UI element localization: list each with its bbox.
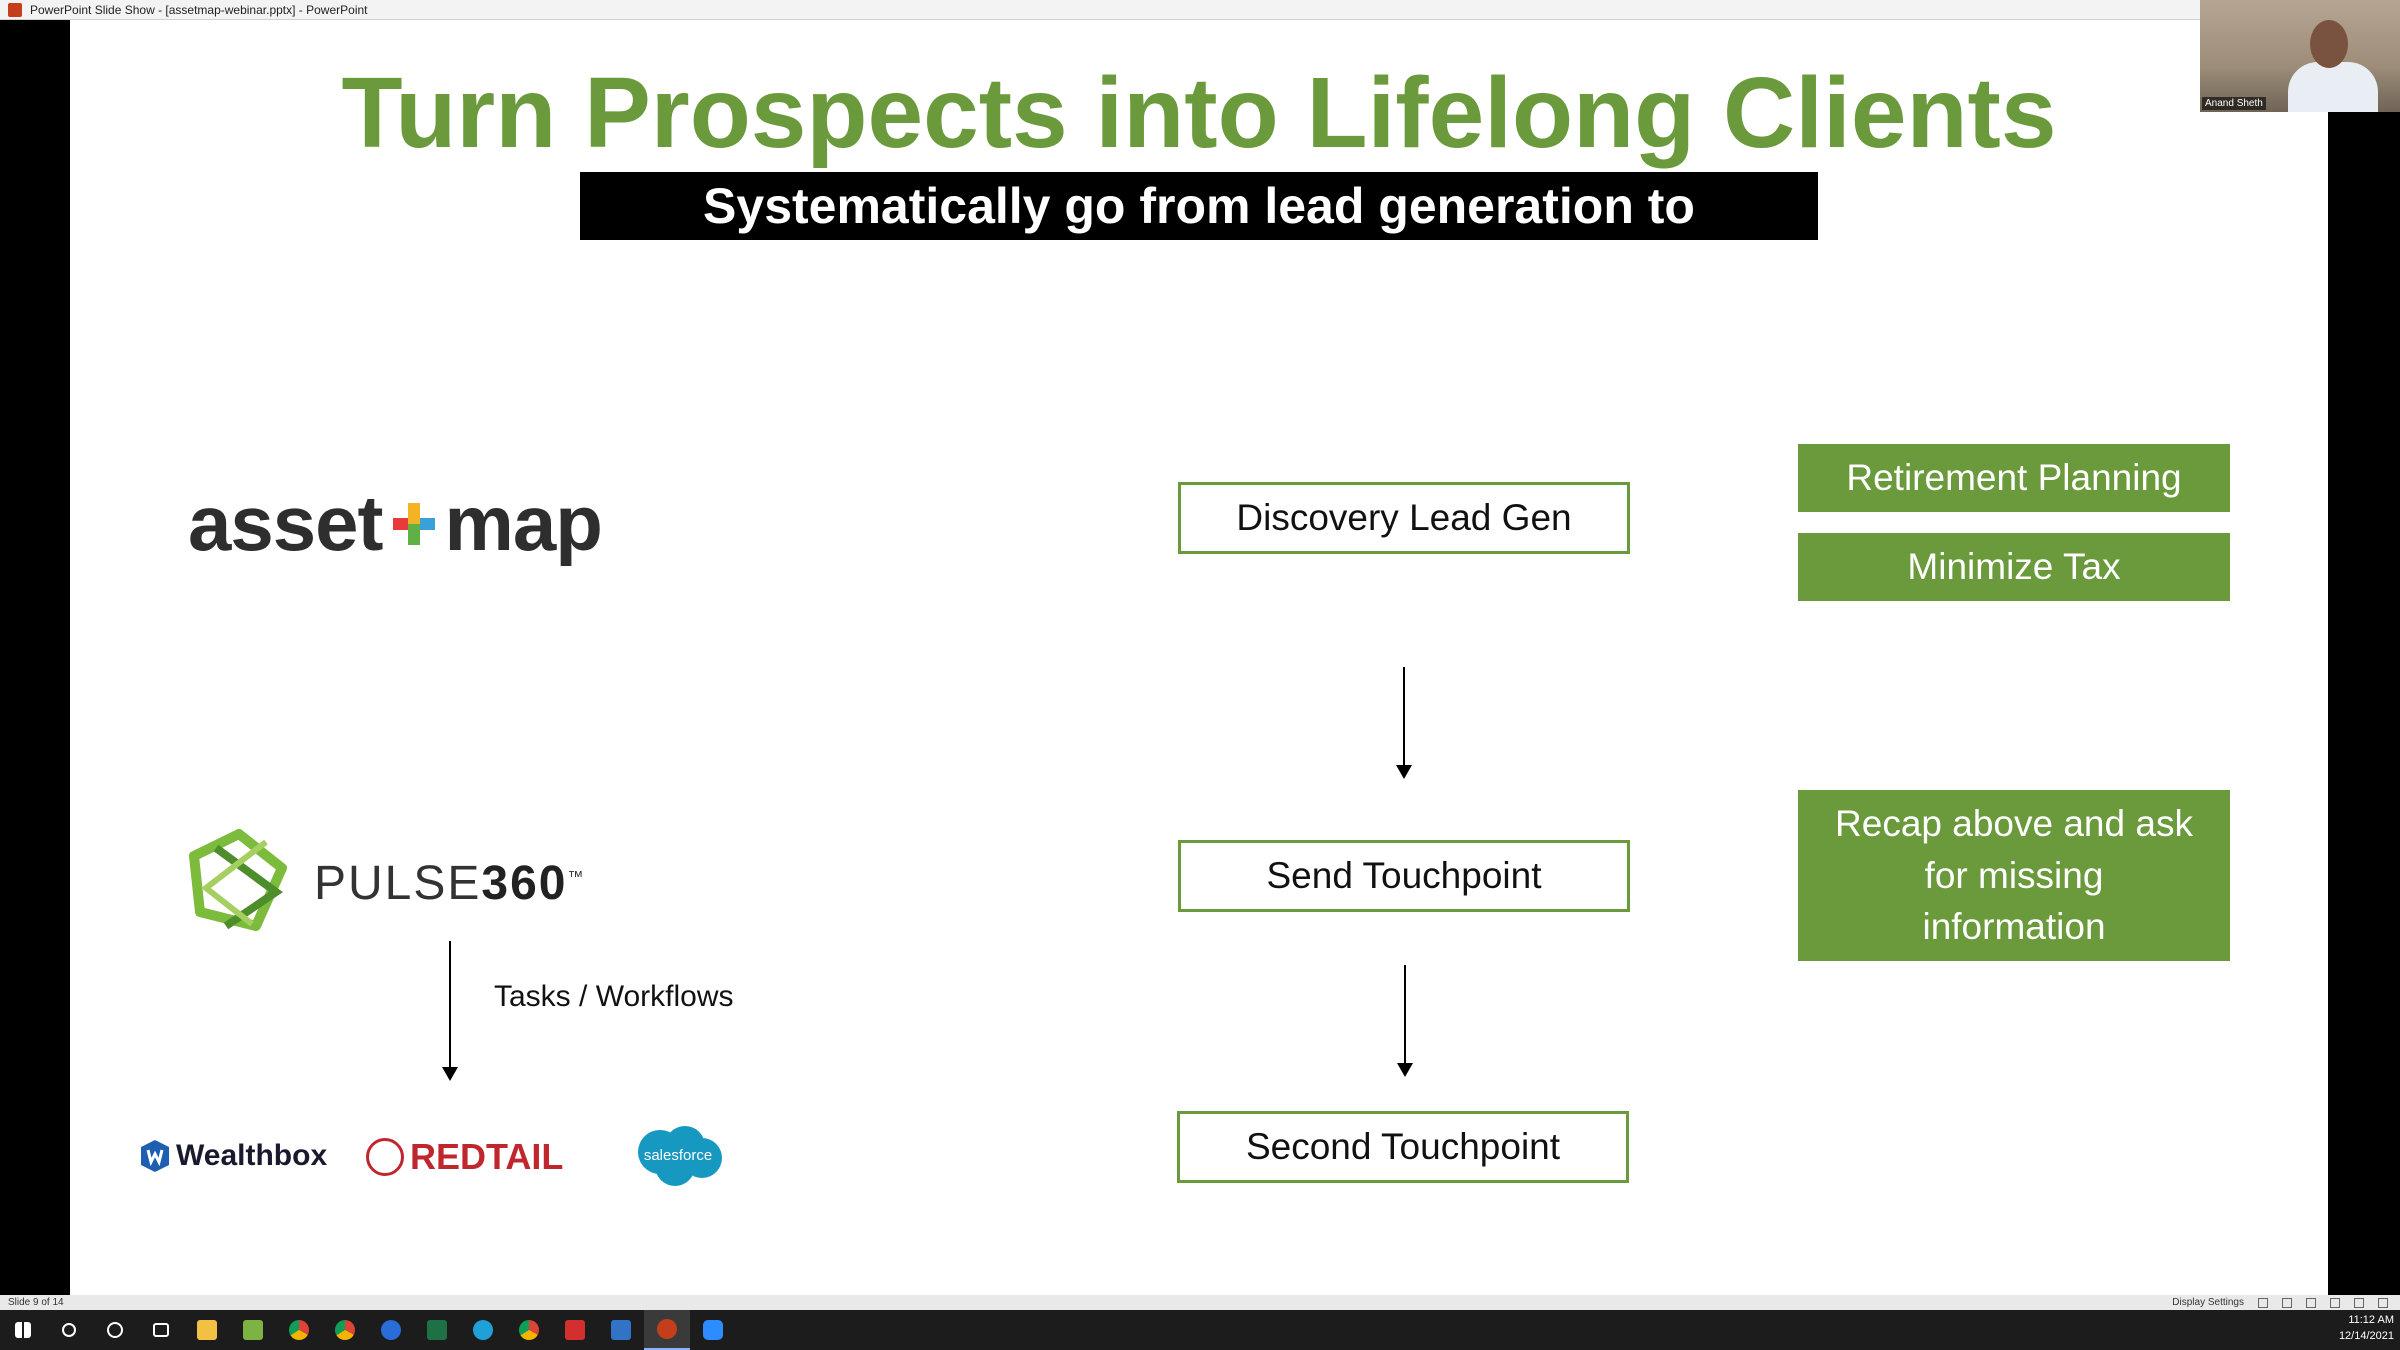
assetmap-logo: asset map [188,478,603,569]
topic-retirement-planning: Retirement Planning [1798,444,2230,512]
cortana-icon [107,1322,123,1338]
taskbar-firefox[interactable] [368,1310,414,1350]
powerpoint-icon [8,2,22,17]
redtail-logo: REDTAIL [366,1136,563,1178]
window-title: PowerPoint Slide Show - [assetmap-webina… [30,2,368,17]
wealthbox-shield-icon [141,1140,169,1172]
taskbar-edge[interactable] [460,1310,506,1350]
slide-sorter-icon[interactable] [2354,1297,2364,1308]
taskbar-search[interactable] [46,1310,92,1350]
zoom-icon [703,1320,723,1340]
salesforce-cloud-icon: salesforce [638,1126,722,1186]
normal-view-icon[interactable] [2330,1297,2340,1308]
flow-arrow-1 [1396,667,1412,779]
salesforce-text: salesforce [644,1147,712,1164]
participant-head [2310,20,2348,68]
slide-title: Turn Prospects into Lifelong Clients [341,57,2057,169]
webcam-video[interactable]: Anand Sheth [2200,0,2400,112]
slideshow-icon[interactable] [2306,1297,2316,1308]
status-bar: Slide 9 of 14 Display Settings [0,1295,2400,1310]
window-titlebar: PowerPoint Slide Show - [assetmap-webina… [0,0,2400,20]
notepad-icon [243,1320,263,1340]
taskbar-excel[interactable] [414,1310,460,1350]
pulse360-word: PULSE [314,857,482,910]
taskbar-notepad[interactable] [230,1310,276,1350]
display-settings-button[interactable]: Display Settings [2172,1297,2244,1308]
tasks-workflows-label: Tasks / Workflows [494,980,734,1013]
task-view-icon [153,1323,169,1337]
taskbar-task-view[interactable] [138,1310,184,1350]
presenter-view-icon[interactable] [2258,1297,2268,1308]
excel-icon [427,1320,447,1340]
flow-step-second-touchpoint: Second Touchpoint [1177,1111,1629,1183]
start-icon [15,1322,31,1338]
letterbox-right [2328,20,2400,1295]
chrome-icon [335,1320,355,1340]
acrobat-icon [565,1320,585,1340]
taskbar-zoom[interactable] [690,1310,736,1350]
edge-icon [473,1320,493,1340]
notes-icon[interactable] [2282,1297,2292,1308]
snagit-icon [611,1320,631,1340]
file-explorer-icon [197,1320,217,1340]
assetmap-logo-left: asset [188,479,383,567]
taskbar-cortana[interactable] [92,1310,138,1350]
workflow-arrow [442,941,458,1081]
powerpoint-icon [657,1319,677,1339]
pulse360-logo-text: PULSE360™ [314,856,586,911]
redtail-text: REDTAIL [410,1136,564,1177]
participant-body [2288,62,2378,112]
chrome-icon [289,1320,309,1340]
participant-name: Anand Sheth [2202,97,2266,110]
firefox-icon [381,1320,401,1340]
pulse360-number: 360 [481,857,568,910]
redtail-dog-icon [366,1138,404,1176]
assetmap-logo-right: map [444,479,603,567]
taskbar-chrome-3[interactable] [506,1310,552,1350]
plus-icon [392,502,435,545]
taskbar-powerpoint[interactable] [644,1310,690,1350]
slide-canvas[interactable]: Turn Prospects into Lifelong Clients Sys… [70,20,2328,1295]
taskbar-chrome-2[interactable] [322,1310,368,1350]
flow-step-send-touchpoint: Send Touchpoint [1178,840,1630,912]
search-icon [62,1323,76,1337]
flow-step-discovery: Discovery Lead Gen [1178,482,1630,554]
taskbar-acrobat[interactable] [552,1310,598,1350]
topic-recap: Recap above and ask for missing informat… [1798,790,2230,961]
flow-arrow-2 [1397,965,1413,1077]
slide-subtitle: Systematically go from lead generation t… [580,172,1818,302]
slide-indicator: Slide 9 of 14 [8,1297,64,1308]
windows-taskbar [0,1310,2400,1350]
taskbar-snagit[interactable] [598,1310,644,1350]
taskbar-chrome[interactable] [276,1310,322,1350]
pulse360-tm: ™ [567,869,586,886]
taskbar-clock[interactable]: 11:12 AM 12/14/2021 [2314,1312,2394,1344]
chrome-icon [519,1320,539,1340]
pulse360-mark-icon [189,829,287,931]
letterbox-left [0,20,70,1295]
start-button[interactable] [0,1310,46,1350]
reading-view-icon[interactable] [2378,1297,2388,1308]
wealthbox-logo: Wealthbox [138,1138,327,1174]
topic-minimize-tax: Minimize Tax [1798,533,2230,601]
clock-time: 11:12 AM [2348,1314,2394,1326]
taskbar-file-explorer[interactable] [184,1310,230,1350]
wealthbox-text: Wealthbox [176,1139,328,1172]
clock-date: 12/14/2021 [2338,1330,2394,1342]
